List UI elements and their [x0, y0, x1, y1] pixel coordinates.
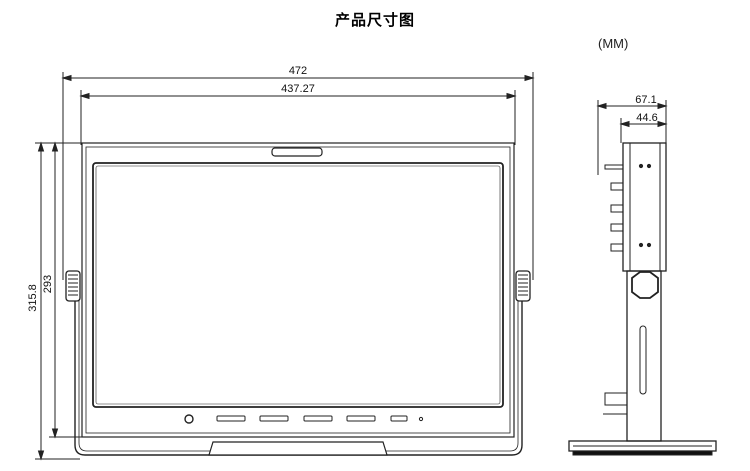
monitor-screen — [92, 162, 504, 408]
indicator-led — [418, 416, 424, 422]
label-total-depth: 67.1 — [635, 94, 656, 106]
control-button — [303, 415, 333, 422]
diagram-title: 产品尺寸图 — [334, 11, 415, 29]
label-inner-height: 293 — [42, 275, 54, 293]
rear-connector — [604, 392, 628, 406]
control-button — [259, 415, 289, 422]
stand-foot — [208, 441, 388, 456]
control-button — [216, 415, 246, 422]
power-knob — [184, 414, 194, 424]
control-button — [346, 415, 376, 422]
unit-label: (MM) — [598, 36, 629, 51]
right-tilt-knob — [515, 270, 531, 302]
label-outer-width: 472 — [289, 65, 307, 77]
monitor-bezel — [81, 142, 515, 438]
top-handle — [271, 147, 323, 157]
side-tilt-knob — [631, 271, 659, 299]
label-body-depth: 44.6 — [636, 112, 657, 124]
control-button — [390, 415, 408, 422]
label-outer-height: 315.8 — [27, 284, 39, 312]
side-connectors — [604, 164, 624, 252]
label-inner-width: 437.27 — [281, 83, 315, 95]
left-tilt-knob — [65, 270, 81, 302]
stand-bracket — [74, 290, 523, 456]
